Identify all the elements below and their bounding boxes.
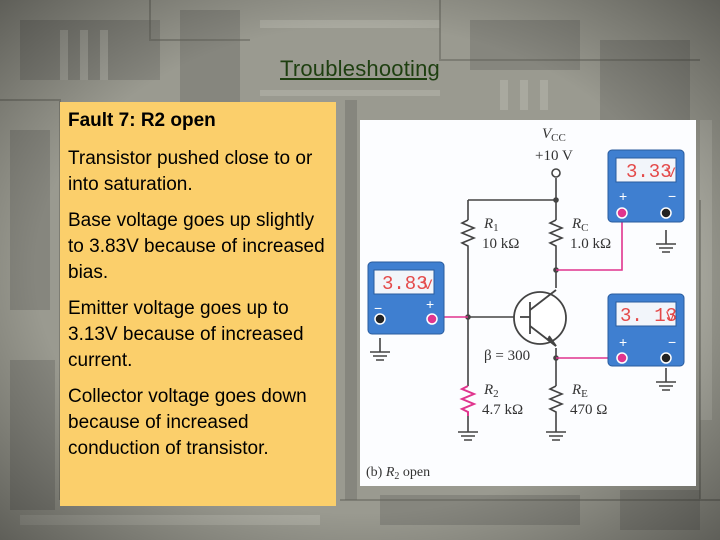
voltmeter-collector: 3.33 V + − bbox=[607, 149, 685, 223]
r2-value: 4.7 kΩ bbox=[482, 402, 523, 418]
voltmeter-emitter: 3. 13 V + − bbox=[607, 293, 685, 367]
fault-description-panel: Fault 7: R2 open Transistor pushed close… bbox=[60, 102, 336, 506]
meter-collector-positive-jack bbox=[616, 207, 628, 219]
meter-emitter-minus: − bbox=[668, 334, 676, 350]
r2-label: R2 bbox=[483, 382, 499, 400]
transistor-symbol bbox=[513, 289, 567, 347]
meter-emitter-unit: V bbox=[666, 308, 676, 324]
vcc-label: VCC bbox=[542, 126, 566, 144]
ground-symbol-re bbox=[546, 431, 566, 441]
meter-collector-unit: V bbox=[666, 164, 676, 180]
voltmeter-base: 3.83 V − + bbox=[367, 261, 445, 335]
ground-symbol-meter-collector bbox=[656, 243, 676, 253]
fault-heading: Fault 7: R2 open bbox=[68, 110, 216, 131]
resistor-r2-open bbox=[459, 385, 477, 416]
meter-base-reading: 3.83 bbox=[382, 273, 428, 295]
vcc-terminal bbox=[551, 168, 561, 178]
circuit-diagram-panel: 3.33 V + − 3.83 V − + 3. 13 V + − VCC +1… bbox=[360, 120, 696, 486]
circuit-diagram: 3.33 V + − 3.83 V − + 3. 13 V + − VCC +1… bbox=[366, 126, 685, 482]
meter-emitter-reading: 3. 13 bbox=[620, 305, 677, 327]
meter-base-minus: − bbox=[374, 300, 382, 316]
beta-label: β = 300 bbox=[484, 348, 530, 364]
ground-symbol-meter-emitter bbox=[656, 381, 676, 391]
bullet-emitter-voltage: Emitter voltage goes up to 3.13V because… bbox=[68, 298, 304, 371]
re-value: 470 Ω bbox=[570, 402, 607, 418]
re-label: RE bbox=[571, 382, 588, 400]
resistor-re bbox=[547, 385, 565, 416]
ground-symbol-meter-base bbox=[370, 351, 390, 361]
meter-collector-negative-jack bbox=[660, 207, 672, 219]
resistor-rc bbox=[547, 219, 565, 250]
meter-emitter-negative-jack bbox=[660, 352, 672, 364]
diagram-caption: (b) R2 open bbox=[366, 465, 430, 482]
meter-base-plus: + bbox=[426, 296, 434, 312]
bullet-collector-voltage: Collector voltage goes down because of i… bbox=[68, 386, 307, 459]
r1-label: R1 bbox=[483, 216, 499, 234]
ground-symbol-r2 bbox=[458, 431, 478, 441]
bullet-saturation: Transistor pushed close to or into satur… bbox=[68, 148, 313, 195]
meter-collector-minus: − bbox=[668, 188, 676, 204]
meter-emitter-positive-jack bbox=[616, 352, 628, 364]
slide-title: Troubleshooting bbox=[280, 56, 440, 81]
meter-base-negative-jack bbox=[374, 313, 386, 325]
resistor-r1 bbox=[459, 219, 477, 250]
meter-collector-plus: + bbox=[619, 188, 627, 204]
meter-collector-reading: 3.33 bbox=[626, 161, 672, 183]
rc-label: RC bbox=[571, 216, 589, 234]
r1-value: 10 kΩ bbox=[482, 236, 519, 252]
vcc-value: +10 V bbox=[535, 148, 573, 164]
bullet-base-voltage: Base voltage goes up slightly to 3.83V b… bbox=[68, 210, 325, 283]
meter-base-positive-jack bbox=[426, 313, 438, 325]
rc-value: 1.0 kΩ bbox=[570, 236, 611, 252]
meter-base-unit: V bbox=[423, 276, 433, 292]
meter-emitter-plus: + bbox=[619, 334, 627, 350]
